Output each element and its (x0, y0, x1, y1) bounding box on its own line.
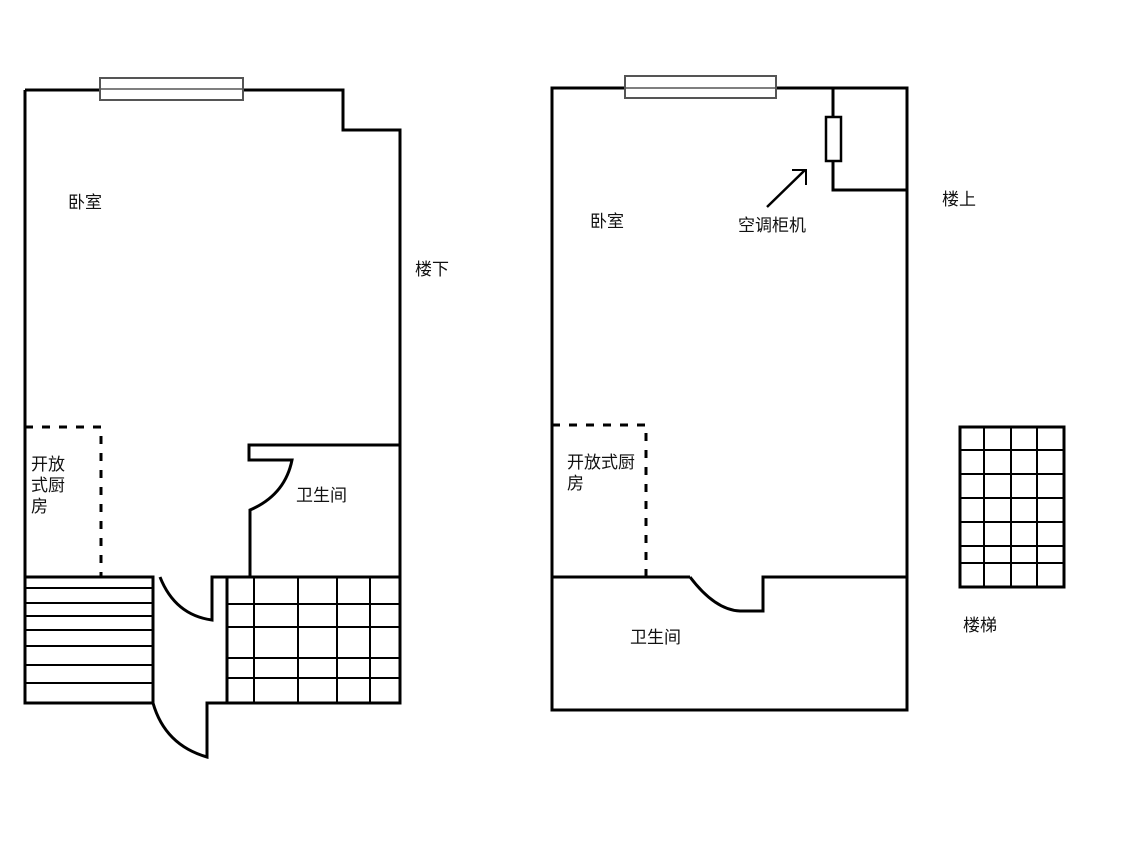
upstairs-kitchen-boundary (552, 423, 648, 577)
downstairs-door-inner (158, 575, 227, 622)
ac-unit-label: 空调柜机 (738, 216, 806, 236)
downstairs-bathroom-label: 卫生间 (296, 486, 347, 506)
upstairs-floor-label: 楼上 (942, 190, 976, 210)
downstairs-kitchen-boundary (25, 425, 103, 577)
arrow-icon (766, 169, 807, 208)
downstairs-tile-grid (225, 575, 402, 705)
downstairs-plan (23, 77, 402, 759)
downstairs-bathroom-wall (247, 443, 400, 577)
upstairs-outer-wall (550, 86, 909, 712)
upstairs-closet-wall (831, 88, 907, 192)
downstairs-kitchen-label: 开放式厨房 (31, 455, 65, 517)
ac-unit-symbol (824, 115, 843, 163)
upstairs-bathroom-label: 卫生间 (630, 628, 681, 648)
stairs-grid (958, 425, 1066, 589)
downstairs-floor-label: 楼下 (415, 260, 449, 280)
upstairs-kitchen-label: 开放式厨房 (567, 453, 635, 494)
downstairs-stairs (23, 575, 155, 705)
upstairs-bathroom-wall (552, 575, 907, 613)
upstairs-plan (550, 75, 1066, 712)
stairs-label: 楼梯 (963, 616, 997, 636)
upstairs-window (624, 75, 777, 99)
downstairs-bedroom-label: 卧室 (68, 193, 102, 213)
downstairs-entry-door (151, 701, 227, 759)
upstairs-bedroom-label: 卧室 (590, 212, 624, 232)
